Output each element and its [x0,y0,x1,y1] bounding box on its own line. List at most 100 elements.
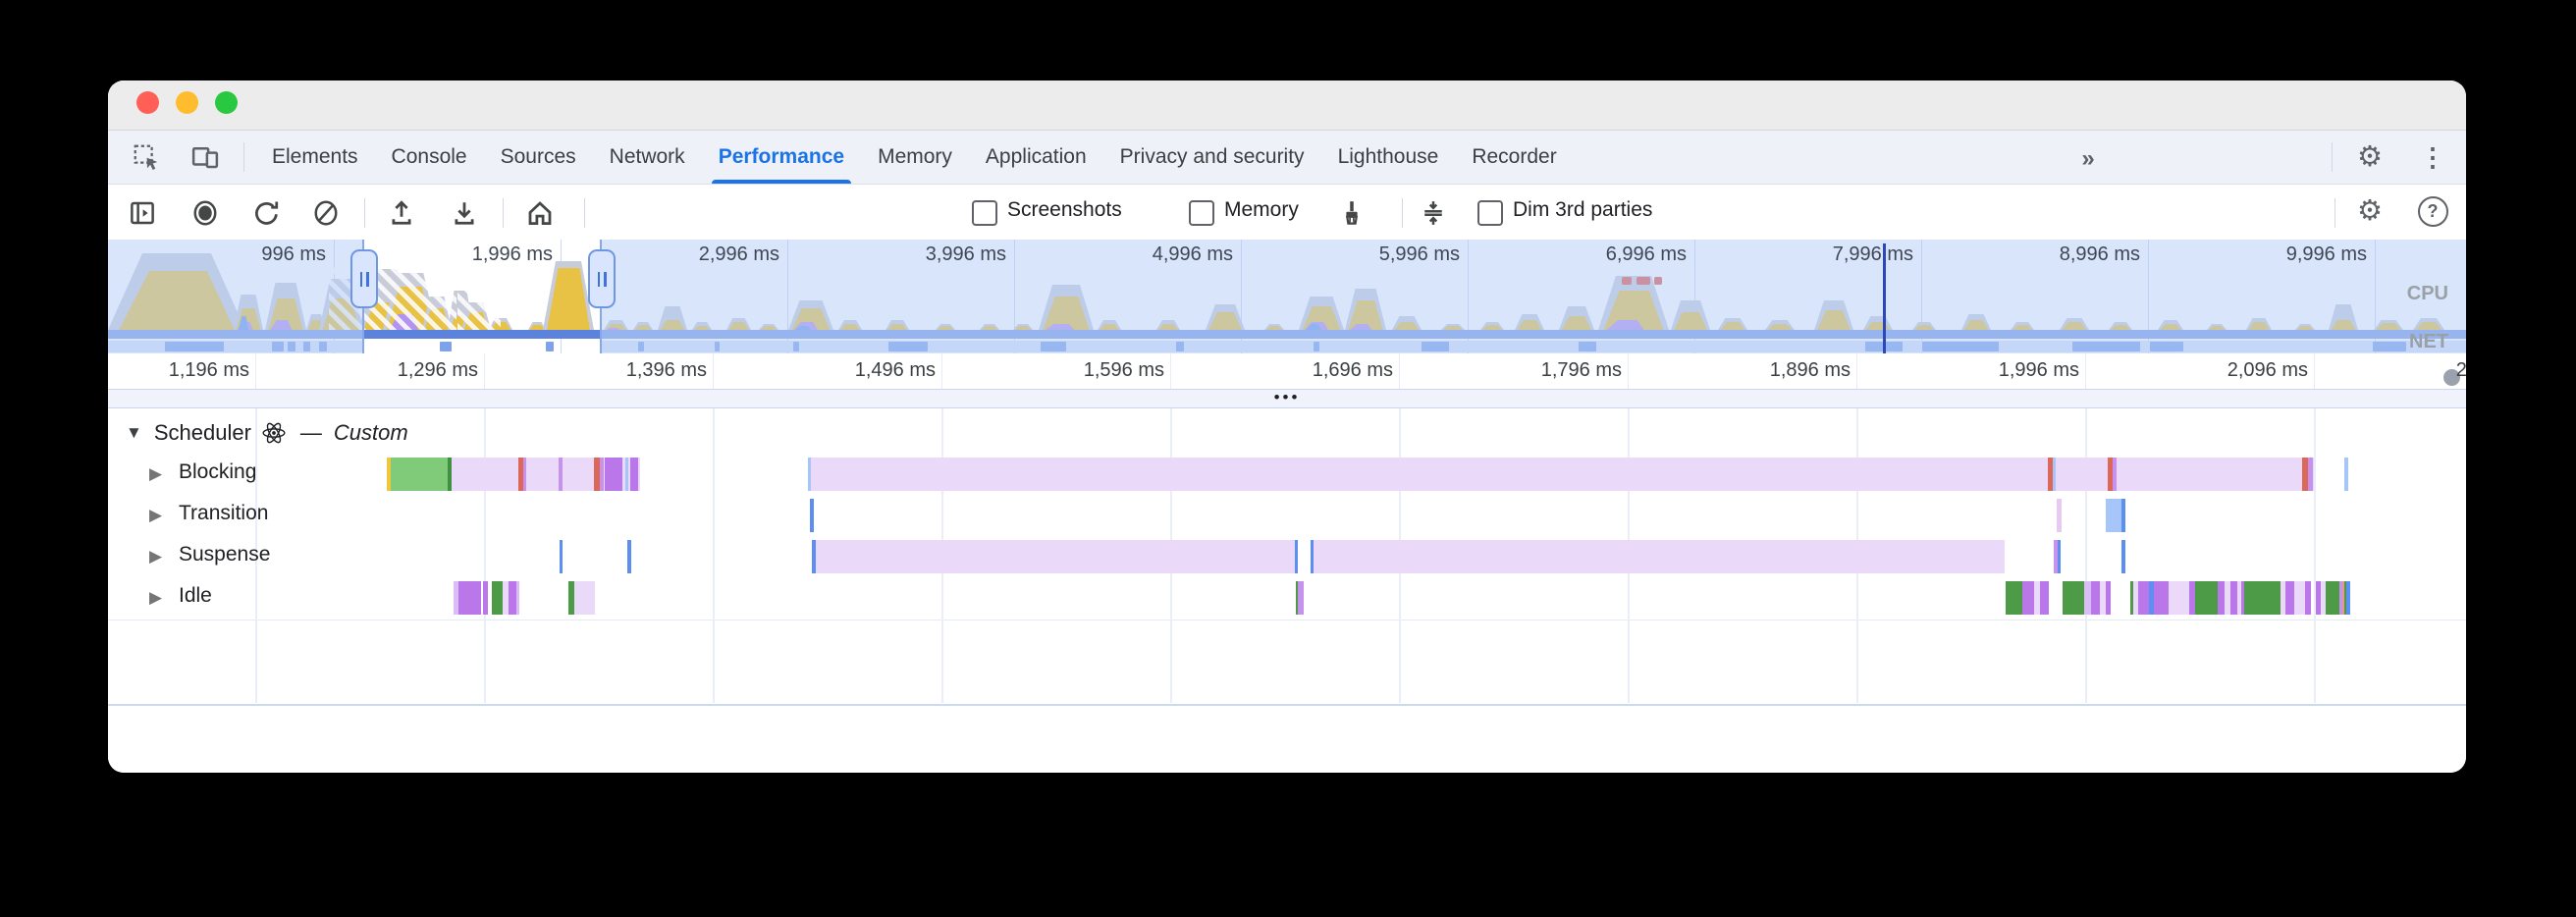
flame-event[interactable] [2342,581,2344,615]
flame-event[interactable] [458,581,481,615]
flame-event[interactable] [810,499,814,532]
flame-event[interactable] [2022,581,2034,615]
flame-event[interactable] [627,540,631,573]
tab-memory[interactable]: Memory [878,145,952,168]
flame-event[interactable] [2133,581,2138,615]
flame-event[interactable] [2339,581,2342,615]
flame-event[interactable] [2054,540,2058,573]
flame-event[interactable] [2048,458,2053,491]
left-selection-handle[interactable] [350,249,378,308]
flame-event[interactable] [2225,581,2230,615]
upload-profile-icon[interactable] [386,197,417,229]
flame-event[interactable] [2308,458,2313,491]
flame-event[interactable] [387,458,391,491]
flame-event[interactable] [2138,581,2149,615]
minimize-window-button[interactable] [176,91,198,114]
flame-event[interactable] [523,458,526,491]
scrollbar-thumb[interactable] [2443,369,2460,386]
memory-checkbox[interactable] [1189,200,1214,226]
flame-event[interactable] [625,458,628,491]
flame-event[interactable] [2113,458,2117,491]
tab-performance[interactable]: Performance [702,131,861,184]
flame-event[interactable] [516,581,519,615]
expand-row-icon[interactable]: ▶ [149,547,163,566]
row-label-idle[interactable]: Idle [179,584,212,607]
divider-drag-dots[interactable]: ••• [1273,388,1301,406]
flame-event[interactable] [2006,581,2022,615]
flame-event[interactable] [1295,540,1298,573]
clear-icon[interactable] [310,197,342,229]
flame-event[interactable] [560,540,563,573]
flame-event[interactable] [559,458,563,491]
row-label-suspense[interactable]: Suspense [179,543,271,566]
flame-event[interactable] [2091,581,2100,615]
tab-recorder[interactable]: Recorder [1472,145,1557,168]
flame-event[interactable] [2305,581,2311,615]
flame-event[interactable] [518,458,523,491]
zoom-window-button[interactable] [215,91,238,114]
more-tabs-icon[interactable]: » [2081,145,2094,172]
flame-event[interactable] [391,458,448,491]
flame-event[interactable] [2084,581,2091,615]
tab-application[interactable]: Application [985,145,1087,168]
flame-event[interactable] [2149,581,2154,615]
flame-event[interactable] [2285,581,2294,615]
close-window-button[interactable] [136,91,159,114]
tab-console[interactable]: Console [391,145,467,168]
tab-sources[interactable]: Sources [500,145,576,168]
playhead-cursor[interactable] [1883,243,1886,353]
flame-event[interactable] [1311,540,1314,573]
flame-event[interactable] [503,581,509,615]
flame-event[interactable] [2169,581,2189,615]
expand-row-icon[interactable]: ▶ [149,464,163,483]
flame-event[interactable] [2189,581,2195,615]
flame-event[interactable] [816,540,1295,573]
flame-event[interactable] [2230,581,2237,615]
flame-event[interactable] [454,581,458,615]
flame-chart-tracks[interactable]: ▼ Scheduler — Custom ▶ Blocking ▶ Transitio… [108,408,2466,703]
flame-event[interactable] [2316,581,2321,615]
flame-event[interactable] [2058,540,2061,573]
flame-event[interactable] [2053,458,2056,491]
flame-event[interactable] [2154,581,2169,615]
flame-event[interactable] [808,458,811,491]
flame-event[interactable] [2281,581,2285,615]
tab-elements[interactable]: Elements [272,145,358,168]
flame-event[interactable] [1314,540,2005,573]
flame-event[interactable] [483,581,488,615]
flame-event[interactable] [492,581,503,615]
expand-row-icon[interactable]: ▶ [149,506,163,524]
flame-event[interactable] [594,458,600,491]
flame-event[interactable] [2302,458,2308,491]
dim-3rd-parties-checkbox[interactable] [1477,200,1503,226]
toggle-sidebar-icon[interactable] [127,197,158,229]
flame-event[interactable] [2106,499,2122,532]
flame-event[interactable] [2108,458,2113,491]
flame-event[interactable] [2294,581,2305,615]
flame-event[interactable] [2218,581,2225,615]
inspect-element-icon[interactable] [131,141,162,173]
row-label-blocking[interactable]: Blocking [179,460,257,483]
collect-garbage-brush-icon[interactable] [1336,197,1368,229]
row-label-transition[interactable]: Transition [179,502,269,524]
flame-event[interactable] [568,581,574,615]
right-selection-handle[interactable] [588,249,616,308]
capture-settings-gear-icon[interactable]: ⚙ [2357,194,2383,227]
flame-event[interactable] [811,458,2314,491]
scheduler-track-header[interactable]: ▼ Scheduler — Custom [108,416,408,450]
flame-event[interactable] [2321,581,2326,615]
flame-event[interactable] [2063,581,2084,615]
flame-event[interactable] [574,581,595,615]
flame-event[interactable] [2346,581,2350,615]
tab-network[interactable]: Network [609,145,685,168]
home-icon[interactable] [524,197,556,229]
settings-gear-icon[interactable]: ⚙ [2357,140,2383,173]
flame-event[interactable] [509,581,516,615]
flame-event[interactable] [2244,581,2281,615]
collapse-expand-icon[interactable] [1418,197,1449,229]
flame-event[interactable] [2344,458,2348,491]
help-icon[interactable]: ? [2417,195,2448,227]
flame-event[interactable] [2100,581,2106,615]
macos-titlebar[interactable] [108,81,2466,131]
